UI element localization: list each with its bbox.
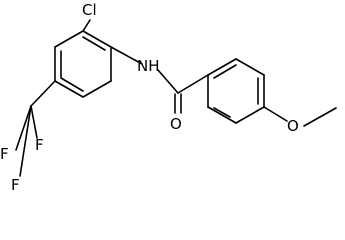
bond-ring-a-4 [54, 80, 84, 98]
bond-c-cl [82, 19, 91, 32]
bond-ring-a-to-cf3 [30, 80, 56, 107]
bond-cf3-f3 [19, 105, 32, 177]
bond-ring-b-4 [235, 106, 265, 124]
bond-n-carbonyl [157, 69, 179, 94]
chemical-structure-drawing: Cl NH O O F F F [0, 1, 337, 194]
bond-ring-b-5 [207, 106, 237, 124]
substituent-bonds [15, 19, 209, 177]
atom-label-fluorine-2: F [35, 136, 44, 154]
bond-ring-b-1 [207, 58, 237, 76]
bond-carbonyl-ring-b [177, 74, 209, 94]
bond-ring-b-inner-1 [213, 64, 237, 79]
atom-label-carbonyl-oxygen: O [170, 115, 182, 133]
atom-label-fluorine-1: F [0, 145, 9, 163]
ring-b-bonds [207, 58, 337, 127]
bond-ring-a-1 [82, 30, 112, 48]
atom-label-chlorine: Cl [82, 1, 97, 19]
atom-label-methoxy-oxygen: O [287, 117, 299, 135]
atom-labels: Cl NH O O F F F [0, 1, 299, 194]
bond-cf3-f1 [15, 105, 32, 151]
bond-ring-a-inner-1 [82, 36, 106, 51]
bond-cf3-f2 [30, 105, 38, 139]
bond-c-n [110, 46, 143, 65]
atom-label-amide-nitrogen: NH [137, 57, 160, 75]
bond-ring-b-to-o [263, 106, 288, 122]
bond-ring-a-3 [82, 80, 112, 98]
bond-ring-b-inner-3 [213, 107, 231, 118]
bond-ring-b-2 [235, 58, 265, 76]
ring-a-bonds [54, 30, 112, 98]
bond-ring-a-6 [54, 30, 84, 48]
bond-o-methyl [303, 107, 337, 127]
atom-label-fluorine-3: F [11, 176, 20, 194]
bond-ring-a-inner-2 [60, 77, 84, 92]
